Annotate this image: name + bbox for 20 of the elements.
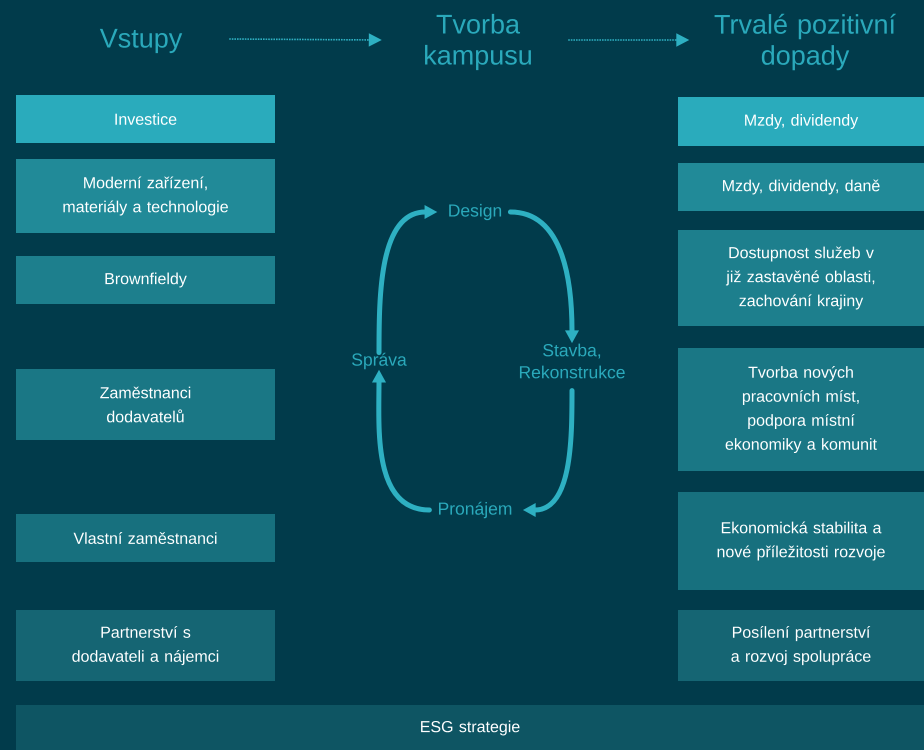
column-heading: Tvorba kampusu xyxy=(425,14,531,70)
column-heading: Trvalé pozitivní dopady xyxy=(714,14,896,70)
strategy-band: ESG strategie xyxy=(16,705,924,750)
text-box: Zaměstnanci dodavatelů xyxy=(16,369,275,440)
text-box: Brownfieldy xyxy=(16,256,275,304)
column-heading: Vstupy xyxy=(100,28,182,54)
text-box: Investice xyxy=(16,95,275,143)
cycle-stage: Pronájem xyxy=(439,502,512,518)
text-box: Partnerství s dodavateli a nájemci xyxy=(16,610,275,681)
text-box: Dostupnost služeb v již zastavěné oblasti, zachování krajiny xyxy=(678,230,924,326)
text-box: Mzdy, dividendy xyxy=(678,97,924,146)
text-box: Mzdy, dividendy, daně xyxy=(678,163,924,211)
cycle-stage: Správa xyxy=(352,352,407,370)
cycle-stage: Stavba, Rekonstrukce xyxy=(520,344,625,378)
text-box: Ekonomická stabilita a nové příležitosti rozvoje xyxy=(678,492,924,590)
text-box: Tvorba nových pracovních míst, podpora místní ekonomiky a komunit xyxy=(678,348,924,471)
text-box: Posílení partnerství a rozvoj spolupráce xyxy=(678,610,924,681)
cycle-stage: Design xyxy=(449,204,502,220)
text-box: Moderní zařízení, materiály a technologie xyxy=(16,159,275,233)
text-box: Vlastní zaměstnanci xyxy=(16,514,275,562)
